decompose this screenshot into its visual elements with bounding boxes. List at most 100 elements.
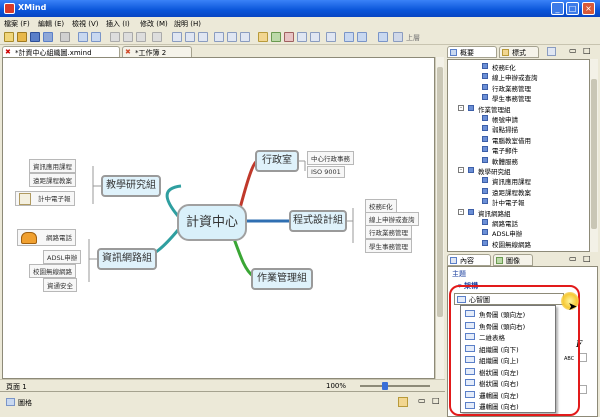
outline-item[interactable]: 遠距課程教案 bbox=[492, 188, 531, 197]
close-icon[interactable]: ✖ bbox=[5, 48, 11, 56]
subtopic-voip[interactable]: 網路電話 bbox=[17, 229, 76, 246]
zoom-slider[interactable] bbox=[360, 385, 430, 387]
undo-icon[interactable] bbox=[78, 32, 88, 42]
subtopic-wireless[interactable]: 校園無線網路 bbox=[29, 264, 76, 278]
outline-tree[interactable]: 校務E化線上申辦或查詢行政業務管理學生事務管理 - 作業管理組帳號申請弱點掃描電腦教… bbox=[447, 59, 590, 252]
canvas-vertical-scrollbar[interactable] bbox=[435, 57, 444, 379]
structure-option[interactable]: 二維表格 bbox=[465, 332, 505, 342]
subtopic-iso[interactable]: ISO 9001 bbox=[307, 166, 345, 178]
summary-icon[interactable] bbox=[240, 32, 250, 42]
attachment-icon[interactable] bbox=[297, 32, 307, 42]
structure-option[interactable]: 魚骨圖 (頭向右) bbox=[465, 321, 525, 331]
save-all-icon[interactable] bbox=[43, 32, 53, 42]
hyperlink-icon[interactable] bbox=[284, 32, 294, 42]
central-topic[interactable]: 計資中心 bbox=[177, 204, 247, 241]
notes-icon[interactable] bbox=[310, 32, 320, 42]
menu-insert[interactable]: 插入 (I) bbox=[106, 20, 130, 28]
structure-option[interactable]: 樹狀圖 (向右) bbox=[465, 378, 519, 388]
maximize-props-icon[interactable]: □ bbox=[583, 254, 591, 263]
cut-icon[interactable] bbox=[110, 32, 120, 42]
tab-org-chart[interactable]: ✖ *計資中心組織圖.xmind bbox=[2, 46, 120, 57]
outline-item[interactable]: 弱點掃描 bbox=[492, 126, 518, 135]
outline-item[interactable]: 校園無線網路 bbox=[492, 240, 531, 249]
menu-view[interactable]: 檢視 (V) bbox=[72, 20, 99, 28]
subtopic-admin-affairs[interactable]: 中心行政事務 bbox=[307, 151, 354, 165]
subtopic-security[interactable]: 資通安全 bbox=[43, 278, 77, 292]
outline-item[interactable]: ADSL申辦 bbox=[492, 230, 523, 239]
bottom-panel-label[interactable]: 圖格 bbox=[18, 399, 32, 407]
upper-level-label[interactable]: 上層 bbox=[406, 34, 420, 42]
outline-item[interactable]: 學生事務管理 bbox=[492, 95, 531, 104]
topic-icon[interactable] bbox=[172, 32, 182, 42]
zoom-slider-handle[interactable] bbox=[381, 382, 388, 390]
drill-up-icon[interactable] bbox=[357, 32, 367, 42]
drill-down-icon[interactable] bbox=[344, 32, 354, 42]
redo-icon[interactable] bbox=[91, 32, 101, 42]
topic-programming[interactable]: 程式設計組 bbox=[289, 210, 347, 232]
subtopic-e-campus[interactable]: 校務E化 bbox=[365, 199, 397, 213]
outline-item[interactable]: 資訊應用課程 bbox=[492, 178, 531, 187]
topic-admin-office[interactable]: 行政室 bbox=[255, 150, 299, 172]
menu-modify[interactable]: 修改 (M) bbox=[140, 20, 168, 28]
tab-markers[interactable]: 標式 bbox=[499, 46, 539, 58]
floating-topic-icon[interactable] bbox=[198, 32, 208, 42]
subtopic-icon[interactable] bbox=[185, 32, 195, 42]
outline-scrollbar[interactable] bbox=[590, 59, 598, 252]
minimize-view-icon[interactable]: ▭ bbox=[569, 46, 577, 55]
structure-option[interactable]: 組織圖 (向下) bbox=[465, 344, 519, 354]
tab-properties[interactable]: 內容 bbox=[447, 254, 491, 266]
tab-outline[interactable]: 概要 bbox=[447, 46, 497, 58]
menu-file[interactable]: 檔案 (F) bbox=[4, 20, 30, 28]
close-button[interactable]: × bbox=[582, 2, 595, 15]
outline-item[interactable]: 作業管理組 bbox=[478, 105, 511, 114]
minimize-button[interactable]: _ bbox=[551, 2, 564, 15]
save-icon[interactable] bbox=[30, 32, 40, 42]
subtopic-distance-courses[interactable]: 遠距課程教案 bbox=[29, 173, 76, 187]
subtopic-newsletter[interactable]: 計中電子報 bbox=[15, 191, 75, 206]
mindmap-canvas[interactable]: 計資中心 行政室 中心行政事務 ISO 9001 程式設計組 校務E化 線上申辦… bbox=[2, 57, 435, 379]
subtopic-it-courses[interactable]: 資訊應用課程 bbox=[29, 159, 76, 173]
upper-level-icon[interactable] bbox=[393, 32, 403, 42]
tree-toggle-icon[interactable]: - bbox=[458, 104, 464, 111]
minimize-props-icon[interactable]: ▭ bbox=[569, 254, 577, 263]
outline-item[interactable]: 線上申辦或查詢 bbox=[492, 74, 538, 83]
home-icon[interactable] bbox=[378, 32, 388, 42]
tree-toggle-icon[interactable]: - bbox=[458, 167, 464, 173]
menu-edit[interactable]: 編輯 (E) bbox=[38, 20, 65, 28]
tab-images[interactable]: 圖像 bbox=[493, 254, 533, 266]
panel-tool-icon[interactable] bbox=[398, 397, 408, 407]
delete-icon[interactable] bbox=[152, 32, 162, 42]
topic-network[interactable]: 資訊網路組 bbox=[97, 248, 157, 270]
subtopic-admin-business[interactable]: 行政業務管理 bbox=[365, 225, 412, 239]
subtopic-adsl[interactable]: ADSL申辦 bbox=[43, 250, 82, 264]
outline-item[interactable]: 網路電話 bbox=[492, 220, 518, 228]
tree-toggle-icon[interactable]: - bbox=[458, 208, 464, 215]
outline-item[interactable]: 電腦教室借用 bbox=[492, 136, 531, 145]
new-icon[interactable] bbox=[4, 32, 14, 42]
minimize-panel-icon[interactable]: ▭ bbox=[418, 396, 426, 405]
outline-item[interactable]: 帳號申請 bbox=[492, 116, 518, 124]
page-indicator[interactable]: 頁面 1 bbox=[6, 383, 27, 391]
structure-option[interactable]: 樹狀圖 (向左) bbox=[465, 367, 519, 377]
structure-option[interactable]: 魚骨圖 (頭向左) bbox=[465, 309, 525, 319]
structure-option[interactable]: 組織圖 (向上) bbox=[465, 355, 519, 365]
print-icon[interactable] bbox=[60, 32, 70, 42]
outline-item[interactable]: 行政業務管理 bbox=[492, 84, 531, 93]
outline-item[interactable]: 軟體服務 bbox=[492, 157, 518, 166]
subtopic-student-affairs[interactable]: 學生事務管理 bbox=[365, 239, 412, 253]
boundary-icon[interactable] bbox=[227, 32, 237, 42]
outline-item[interactable]: 資訊網路組 bbox=[478, 209, 511, 218]
topic-operations[interactable]: 作業管理組 bbox=[251, 268, 313, 290]
outline-item[interactable]: 校務E化 bbox=[492, 64, 516, 72]
structure-option[interactable]: 邏輯圖 (向右) bbox=[465, 401, 519, 411]
structure-option[interactable]: 邏輯圖 (向左) bbox=[465, 390, 519, 400]
menu-help[interactable]: 說明 (H) bbox=[174, 20, 201, 28]
outline-item[interactable]: 電子郵件 bbox=[492, 147, 518, 156]
tab-workbook-2[interactable]: ✖ *工作簿 2 bbox=[122, 46, 192, 57]
maximize-button[interactable]: □ bbox=[566, 2, 579, 15]
subtopic-online-apply[interactable]: 線上申辦或查詢 bbox=[365, 212, 419, 226]
outline-item[interactable]: 計中電子報 bbox=[492, 199, 525, 208]
outline-item[interactable]: 教學研究組 bbox=[478, 168, 511, 176]
open-folder-icon[interactable] bbox=[17, 32, 27, 42]
topic-teaching-research[interactable]: 教學研究組 bbox=[101, 175, 161, 197]
